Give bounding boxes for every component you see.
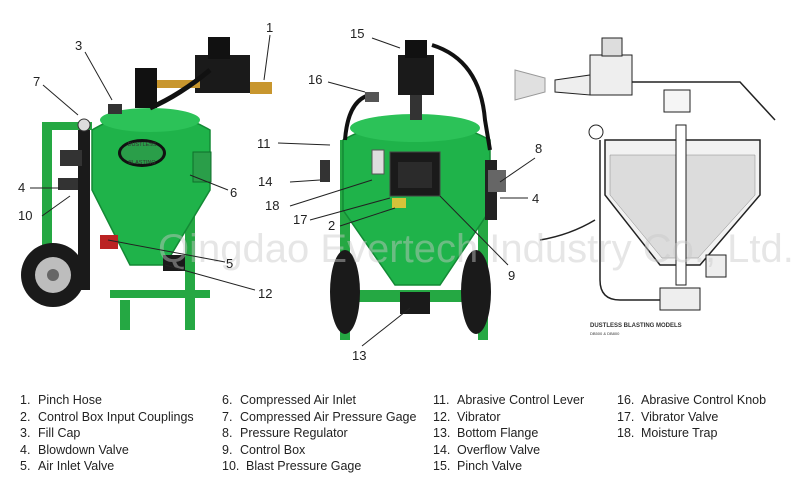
legend-number: 1. [20,393,31,407]
callout-number: 3 [75,38,82,53]
legend-label: Pinch Valve [457,459,523,473]
legend-item: 9. Control Box [222,442,416,459]
legend-label: Fill Cap [38,426,81,440]
legend-number: 5. [20,459,31,473]
legend-number: 6. [222,393,233,407]
callout-number: 6 [230,185,237,200]
legend-item: 4. Blowdown Valve [20,442,194,459]
badge-bottom-text: BLASTING [128,160,155,166]
legend-item: 15. Pinch Valve [433,458,584,475]
legend-item: 7. Compressed Air Pressure Gage [222,409,416,426]
callout-number: 9 [508,268,515,283]
legend-number: 13. [433,426,451,440]
callout-number: 2 [328,218,335,233]
legend-number: 15. [433,459,451,473]
legend-number: 4. [20,442,31,457]
callout-numbers: 1 3 7 6 4 10 5 12 15 16 11 8 14 18 17 2 … [18,20,542,363]
legend-column-1: 1. Pinch Hose 2. Control Box Input Couplin… [20,392,194,475]
legend-label: Control Box Input Couplings [38,409,194,424]
legend-number: 17. [617,409,635,424]
callout-number: 13 [352,348,366,363]
legend-item: 11. Abrasive Control Lever [433,392,584,409]
legend-label: Air Inlet Valve [38,459,115,473]
equipment-diagram: DUSTLESS BLASTING [18,20,794,363]
legend-label: Compressed Air Inlet [240,393,357,407]
legend-label: Vibrator Valve [641,409,719,424]
legend-number: 16. [617,393,635,407]
legend-number: 18. [617,426,635,440]
callout-number: 8 [535,141,542,156]
legend-item: 2. Control Box Input Couplings [20,409,194,426]
cutaway-schematic: DUSTLESS BLASTING MODELS DB500 & DB800 [514,37,776,336]
legend-label: Pressure Regulator [240,426,348,440]
legend-number: 3. [20,426,31,440]
callout-number: 15 [350,26,364,41]
legend-item: 10. Blast Pressure Gage [222,458,416,475]
legend-item: 14. Overflow Valve [433,442,584,459]
legend-number: 9. [222,442,233,457]
legend-label: Blowdown Valve [38,442,129,457]
legend-column-2: 6. Compressed Air Inlet 7. Compressed Air … [222,392,416,475]
legend-number: 12. [433,409,451,424]
legend-label: Overflow Valve [457,442,541,457]
legend-label: Compressed Air Pressure Gage [240,409,417,424]
callout-number: 11 [257,136,271,151]
callout-number: 16 [308,72,322,87]
legend-item: 1. Pinch Hose [20,392,194,409]
legend-number: 11. [433,393,450,407]
legend-item: 6. Compressed Air Inlet [222,392,416,409]
callout-number: 7 [33,74,40,89]
callout-number: 4 [18,180,25,195]
legend-label: Abrasive Control Knob [641,393,767,407]
legend-item: 3. Fill Cap [20,425,194,442]
legend-column-3: 11. Abrasive Control Lever 12. Vibrator 13… [433,392,584,475]
callout-number: 18 [265,198,279,213]
callout-number: 12 [258,286,272,301]
schematic-caption: DUSTLESS BLASTING MODELS [590,323,682,329]
legend-number: 7. [222,409,233,424]
legend-label: Bottom Flange [457,426,539,440]
legend-label: Vibrator [457,409,501,424]
callout-number: 4 [532,191,539,206]
badge-top-text: DUSTLESS [127,142,156,148]
schematic-subcaption: DB500 & DB800 [590,331,620,336]
legend-item: 13. Bottom Flange [433,425,584,442]
leader-lines [30,34,536,347]
legend-label: Control Box [240,442,306,457]
callout-number: 1 [266,20,273,35]
legend-label: Moisture Trap [641,426,718,440]
legend-item: 17. Vibrator Valve [617,409,766,426]
legend-item: 16. Abrasive Control Knob [617,392,766,409]
legend-number: 10. [222,459,240,473]
legend-number: 2. [20,409,31,424]
callout-number: 14 [258,174,272,189]
legend-item: 18. Moisture Trap [617,425,766,442]
legend-label: Blast Pressure Gage [246,459,362,473]
legend-item: 12. Vibrator [433,409,584,426]
legend-item: 5. Air Inlet Valve [20,458,194,475]
callout-number: 5 [226,256,233,271]
callout-number: 10 [18,208,32,223]
legend-label: Abrasive Control Lever [457,393,585,407]
legend-number: 14. [433,442,451,457]
legend-number: 8. [222,426,233,440]
legend-item: 8. Pressure Regulator [222,425,416,442]
callout-number: 17 [293,212,307,227]
legend-column-4: 16. Abrasive Control Knob 17. Vibrator Val… [617,392,766,442]
watermark: Qingdao Evertech Industry Co., Ltd. [158,227,794,271]
middle-blaster-photo [320,40,506,340]
legend-label: Pinch Hose [38,393,102,407]
left-blaster-photo: DUSTLESS BLASTING [21,37,272,330]
